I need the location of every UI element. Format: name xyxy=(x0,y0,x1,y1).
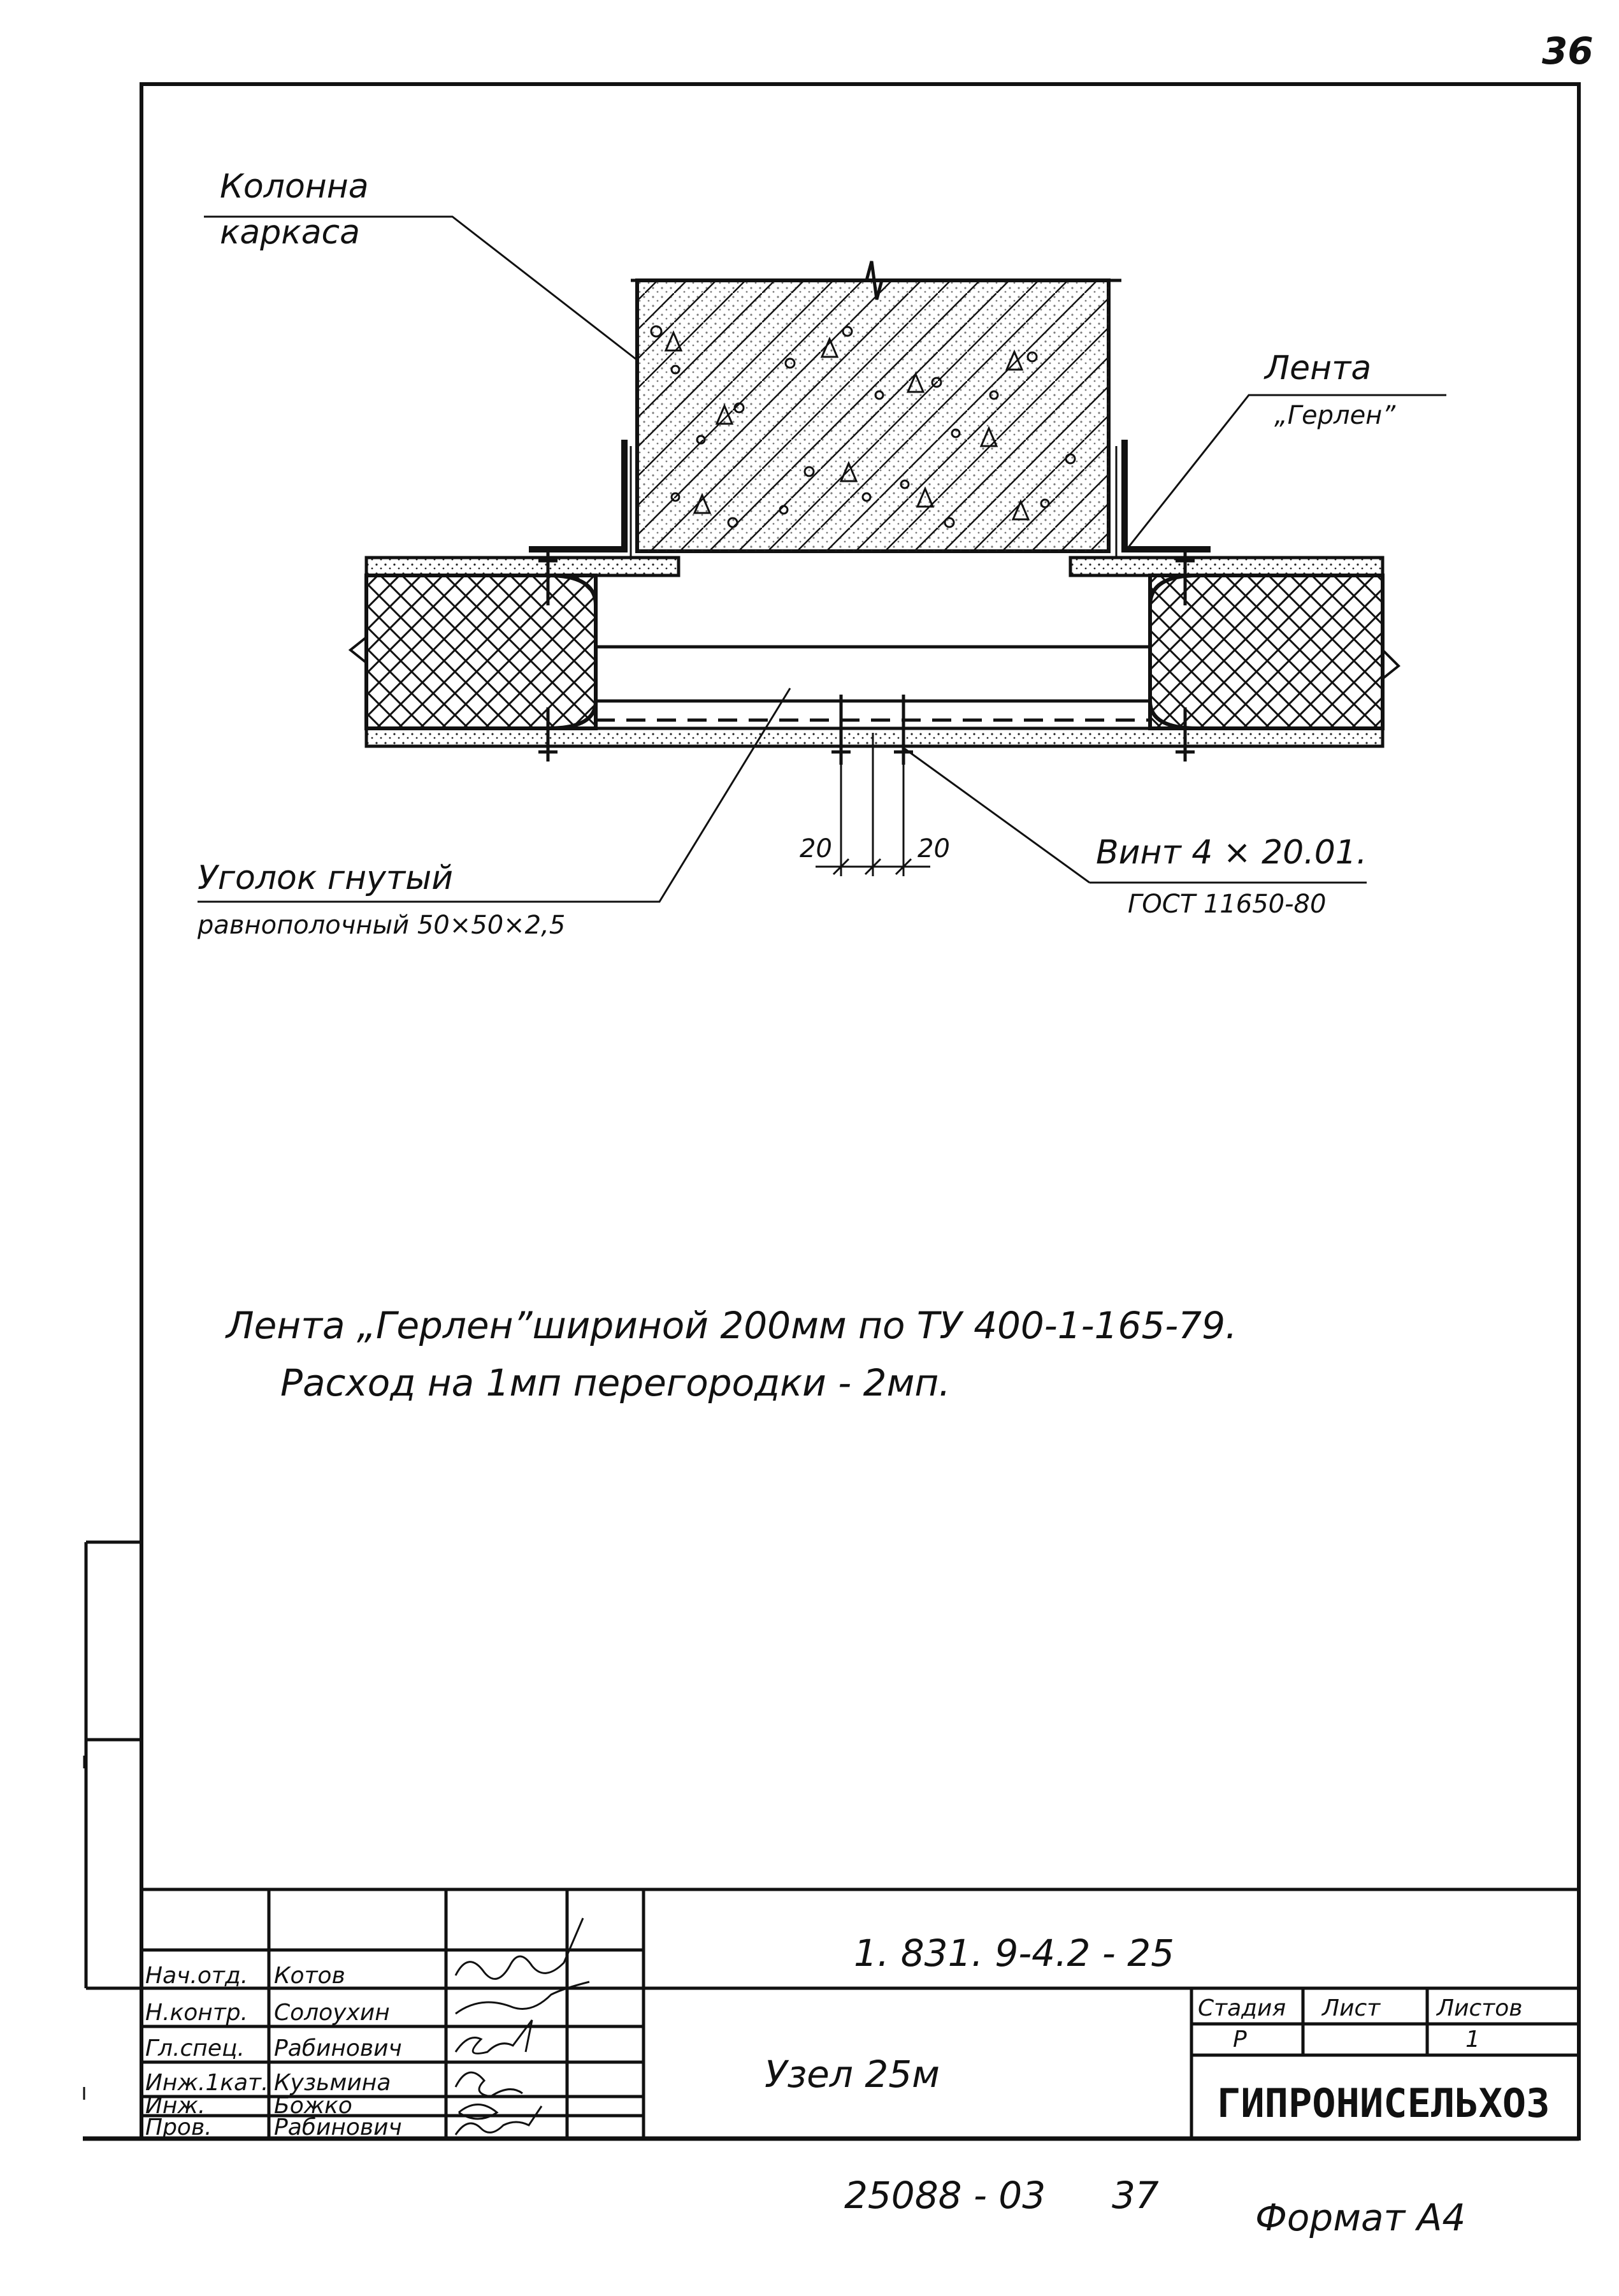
label-column-line1: Колонна xyxy=(220,168,369,206)
inventory-number: 25088 - 03 xyxy=(844,2174,1046,2217)
drawing-title: Узел 25м xyxy=(765,2053,940,2096)
note-line1: Лента „Герлен”шириной 200мм по ТУ 400-1-… xyxy=(225,1304,1237,1347)
label-tape-line2: „Герлен” xyxy=(1274,401,1395,430)
name-1: Солоухин xyxy=(274,2000,390,2026)
dim-left-label: 20 xyxy=(800,834,832,863)
label-column-line2: каркаса xyxy=(220,213,360,252)
role-1: Н.контр. xyxy=(145,2000,248,2026)
name-5: Рабинович xyxy=(274,2114,402,2141)
role-3: Инж.1кат. xyxy=(145,2070,268,2096)
handwritten-signatures xyxy=(454,1917,590,2135)
name-4: Божко xyxy=(274,2093,352,2119)
stage-header: Стадия xyxy=(1198,1995,1286,2021)
label-screw-line1: Винт 4 × 20.01. xyxy=(1096,834,1367,872)
signature-rows: Нач.отд. Котов Н.контр. Солоухин Гл.спец… xyxy=(145,1963,402,2141)
role-4: Инж. xyxy=(145,2093,205,2119)
stage-value: Р xyxy=(1233,2026,1247,2053)
dim-right-label: 20 xyxy=(917,834,950,863)
binding-strip xyxy=(84,1540,141,2141)
note-line2: Расход на 1мп перегородки - 2мп. xyxy=(280,1361,951,1404)
page-number: 36 xyxy=(1542,29,1594,73)
sheets-value: 1 xyxy=(1465,2026,1480,2053)
doc-code: 1. 831. 9-4.2 - 25 xyxy=(854,1931,1174,1975)
role-0: Нач.отд. xyxy=(145,1963,248,1989)
section-drawing: 20 20 xyxy=(198,215,1446,903)
role-5: Пров. xyxy=(145,2114,212,2141)
label-screw-line2: ГОСТ 11650-80 xyxy=(1128,890,1326,919)
name-0: Котов xyxy=(274,1963,345,1989)
label-angle-line1: Уголок гнутый xyxy=(198,859,453,897)
title-block xyxy=(141,1888,1579,2139)
name-3: Кузьмина xyxy=(274,2070,391,2096)
label-tape-line1: Лента xyxy=(1263,349,1371,387)
role-2: Гл.спец. xyxy=(145,2035,245,2061)
format-label: Формат А4 xyxy=(1255,2196,1465,2239)
sheet-header: Лист xyxy=(1321,1995,1381,2021)
footer-page: 37 xyxy=(1112,2174,1159,2217)
sheets-header: Листов xyxy=(1436,1995,1522,2021)
label-angle-line2: равнополочный 50×50×2,5 xyxy=(197,911,565,940)
name-2: Рабинович xyxy=(274,2035,402,2061)
organization-stamp: ГИПРОНИСЕЛЬХОЗ xyxy=(1217,2080,1550,2126)
